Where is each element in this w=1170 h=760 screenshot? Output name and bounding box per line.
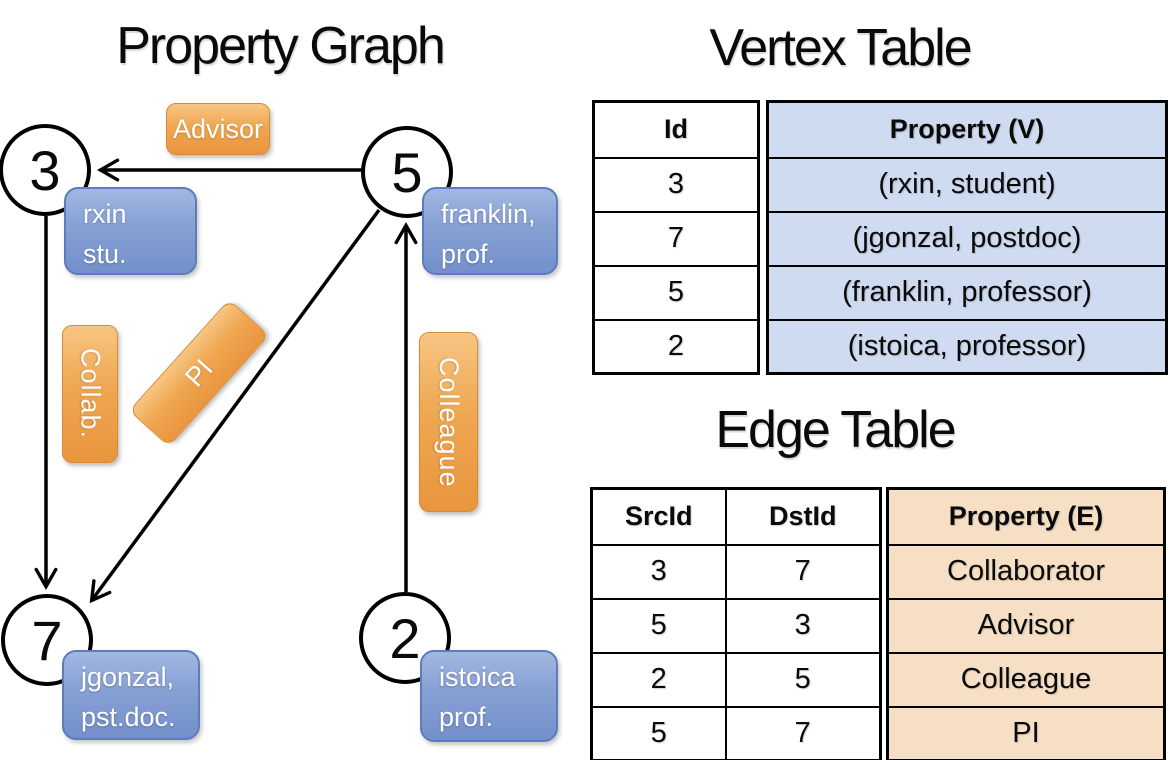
vertex-property-cell: (rxin, student) bbox=[766, 156, 1168, 213]
vertex-id-cell: 7 bbox=[592, 210, 760, 267]
graph-node-2: 2 bbox=[359, 592, 451, 684]
vertex-prop-line: stu. bbox=[83, 239, 127, 269]
vertex-prop-line: prof. bbox=[441, 239, 496, 269]
edge-table-ids: SrcId DstId 3 7 5 3 2 5 5 7 bbox=[590, 487, 882, 760]
vertex-table-title: Vertex Table bbox=[709, 19, 972, 77]
vertex-prop-line: franklin, bbox=[441, 199, 536, 229]
edge-property-header: Property (E) bbox=[886, 487, 1166, 546]
vertex-id-header: Id bbox=[592, 100, 760, 159]
vertex-id-cell: 2 bbox=[592, 318, 760, 375]
vertex-prop-line: istoica bbox=[439, 662, 516, 692]
edge-label-collab: Collab. bbox=[62, 325, 118, 463]
edge-property-cell: Advisor bbox=[886, 597, 1166, 654]
edge-srcid-cell: 3 bbox=[590, 543, 727, 600]
node-5-id: 5 bbox=[391, 140, 423, 204]
node-7-id: 7 bbox=[31, 608, 63, 672]
graph-node-5: 5 bbox=[361, 126, 453, 218]
edge-dstid-cell: 7 bbox=[724, 705, 882, 760]
vertex-property-header: Property (V) bbox=[766, 100, 1168, 159]
vertex-id-cell: 3 bbox=[592, 156, 760, 213]
edge-srcid-cell: 5 bbox=[590, 705, 727, 760]
edge-dstid-cell: 3 bbox=[724, 597, 882, 654]
edge-property-cell: PI bbox=[886, 705, 1166, 760]
edge-property-cell: Collaborator bbox=[886, 543, 1166, 600]
edge-table-title: Edge Table bbox=[715, 401, 956, 459]
vertex-prop-line: prof. bbox=[439, 702, 494, 732]
edge-srcid-header: SrcId bbox=[590, 487, 727, 546]
edge-srcid-cell: 2 bbox=[590, 651, 727, 708]
edge-label-colleague: Colleague bbox=[419, 332, 478, 512]
edge-property-cell: Colleague bbox=[886, 651, 1166, 708]
vertex-prop-line: rxin bbox=[83, 199, 127, 229]
node-2-id: 2 bbox=[389, 606, 421, 670]
edge-label-text: PI bbox=[178, 353, 219, 393]
vertex-id-cell: 5 bbox=[592, 264, 760, 321]
vertex-prop-box-rxin: rxin stu. bbox=[64, 187, 197, 275]
edge-srcid-cell: 5 bbox=[590, 597, 727, 654]
vertex-table-id: Id 3 7 5 2 bbox=[592, 100, 760, 375]
edge-label-advisor: Advisor bbox=[166, 103, 270, 155]
edge-dstid-cell: 7 bbox=[724, 543, 882, 600]
vertex-prop-box-jgonzal: jgonzal, pst.doc. bbox=[62, 650, 200, 740]
vertex-prop-line: pst.doc. bbox=[81, 702, 176, 732]
node-3-id: 3 bbox=[29, 138, 61, 202]
vertex-property-cell: (jgonzal, postdoc) bbox=[766, 210, 1168, 267]
edge-dstid-header: DstId bbox=[724, 487, 882, 546]
vertex-prop-line: jgonzal, bbox=[81, 662, 175, 692]
vertex-prop-box-franklin: franklin, prof. bbox=[422, 187, 558, 275]
edge-label-text: Colleague bbox=[434, 356, 464, 488]
edge-label-text: Collab. bbox=[75, 348, 106, 440]
graph-edges-layer bbox=[34, 158, 418, 604]
vertex-prop-box-istoica: istoica prof. bbox=[420, 650, 558, 742]
edge-5-to-7 bbox=[89, 208, 381, 604]
vertex-property-cell: (istoica, professor) bbox=[766, 318, 1168, 375]
vertex-property-cell: (franklin, professor) bbox=[766, 264, 1168, 321]
property-graph-title: Property Graph bbox=[116, 17, 446, 75]
vertex-table-property: Property (V) (rxin, student) (jgonzal, p… bbox=[766, 100, 1168, 375]
edge-table-property: Property (E) Collaborator Advisor Collea… bbox=[886, 487, 1166, 760]
edge-label-text: Advisor bbox=[172, 113, 264, 144]
edge-dstid-cell: 5 bbox=[724, 651, 882, 708]
